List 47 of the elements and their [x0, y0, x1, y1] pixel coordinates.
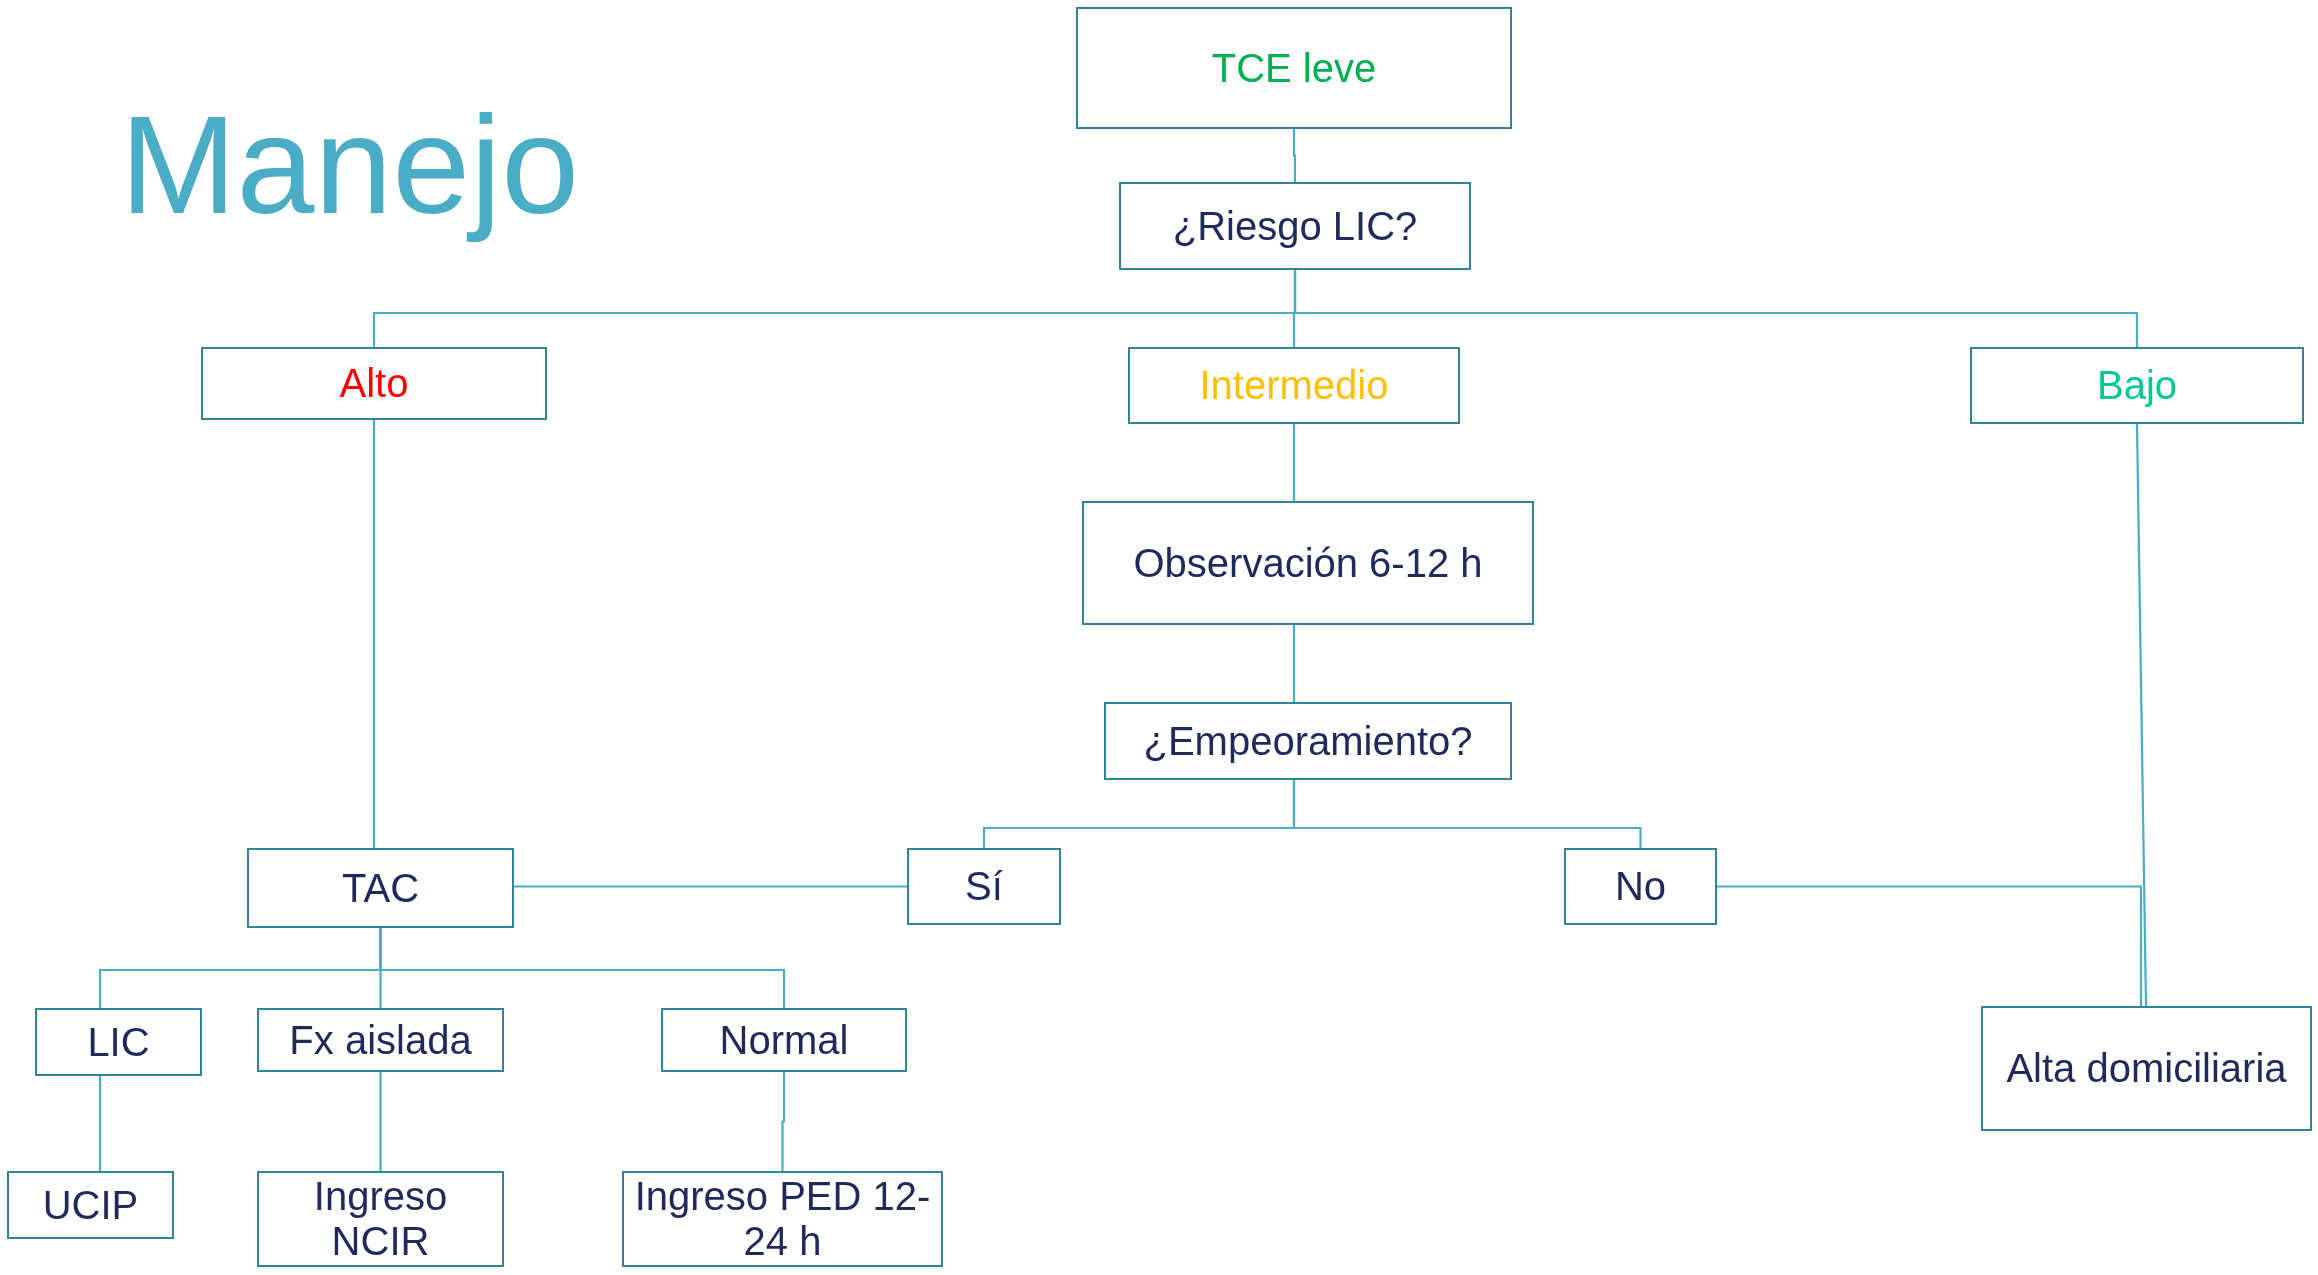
flow-box — [257, 1008, 504, 1072]
box-label: TCE leve — [1211, 45, 1377, 91]
box-label: Alta domiciliaria — [2006, 1046, 2287, 1091]
box-label: Ingreso PED 12-24 h — [633, 1174, 932, 1264]
flow-box — [247, 848, 514, 928]
connector-line — [1292, 424, 1296, 501]
flow-box — [1128, 347, 1460, 424]
box-label: Alto — [339, 361, 409, 406]
connector-line — [1292, 780, 1642, 848]
flow-box — [1970, 347, 2304, 424]
flow-box — [201, 347, 547, 420]
flow-box — [1119, 182, 1471, 270]
flow-box — [7, 1171, 174, 1239]
flow-box — [661, 1008, 907, 1072]
flow-box — [1076, 7, 1512, 129]
box-label: Fx aislada — [289, 1017, 472, 1063]
box-label: ¿Riesgo LIC? — [1172, 203, 1418, 249]
connector-line — [781, 1072, 786, 1171]
connector-line — [379, 1072, 382, 1171]
box-label: Sí — [965, 864, 1003, 909]
flow-box — [257, 1171, 504, 1267]
connector-line — [1717, 885, 2143, 1006]
connector-line — [1292, 129, 1297, 182]
box-label: ¿Empeoramiento? — [1143, 718, 1473, 764]
box-label: Observación 6-12 h — [1133, 540, 1483, 586]
flow-box — [1082, 501, 1534, 625]
connector-line — [379, 928, 786, 1008]
connector-line — [514, 885, 907, 888]
box-label: TAC — [342, 865, 419, 911]
diagram-title: Manejo — [120, 88, 580, 242]
box-label: Normal — [719, 1017, 849, 1063]
connector-line — [372, 420, 376, 848]
connector-line — [2135, 424, 2148, 1006]
box-label: Intermedio — [1199, 363, 1389, 408]
box-label: Ingreso NCIR — [312, 1174, 449, 1264]
connector-line — [1292, 625, 1296, 702]
box-label: No — [1614, 864, 1667, 909]
connector-line — [98, 1076, 102, 1171]
flow-box — [1564, 848, 1717, 925]
connector-line — [1293, 270, 2139, 347]
flow-box — [1981, 1006, 2312, 1131]
box-label: Bajo — [2096, 363, 2178, 408]
box-label: LIC — [87, 1019, 150, 1065]
flow-box — [35, 1008, 202, 1076]
flow-box — [907, 848, 1061, 925]
box-label: UCIP — [42, 1182, 139, 1228]
flow-box — [1104, 702, 1512, 780]
